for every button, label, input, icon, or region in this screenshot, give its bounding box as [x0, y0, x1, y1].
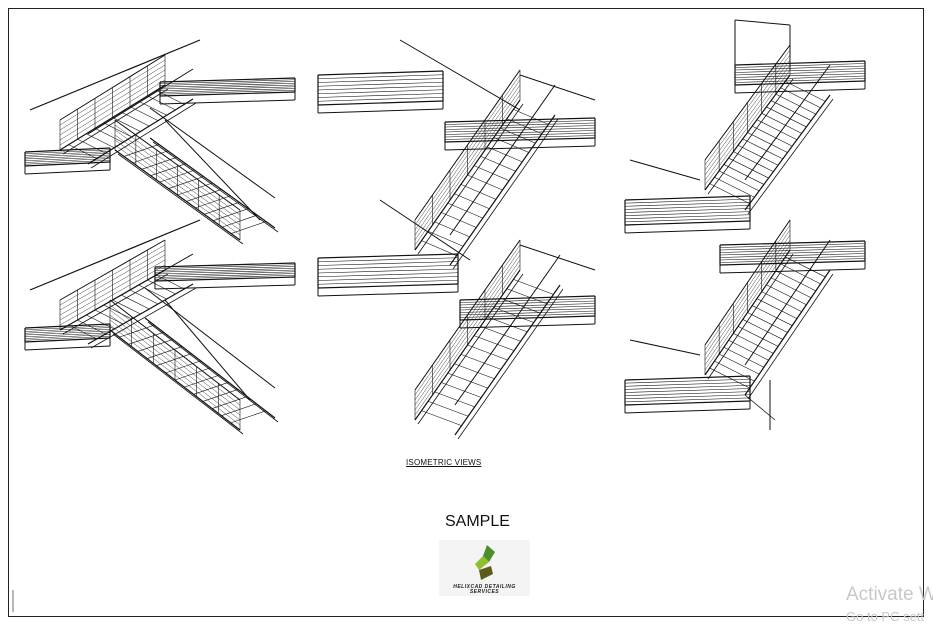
stair-view-center [317, 39, 596, 440]
drawing-sheet-border [8, 8, 924, 617]
activation-watermark-sub: Go to PC sett [846, 609, 925, 624]
isometric-views-caption: ISOMETRIC VIEWS [406, 458, 482, 467]
logo-mark-icon [475, 545, 495, 580]
activation-watermark: Activate W [846, 584, 933, 605]
company-logo: HELIXCAD DETAILING SERVICES [439, 540, 530, 596]
stair-view-left [24, 39, 296, 435]
stair-view-right [624, 19, 866, 430]
sample-stamp: SAMPLE [445, 513, 510, 530]
logo-text: HELIXCAD DETAILING SERVICES [453, 584, 516, 595]
